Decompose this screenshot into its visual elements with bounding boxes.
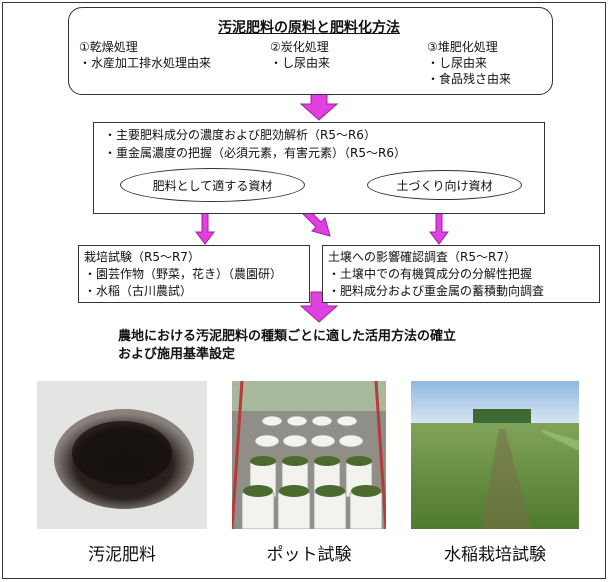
cultivation-test-box (78, 245, 310, 303)
photo-pot-test (232, 381, 386, 529)
method-3-heading: ③堆肥化処理 (427, 40, 498, 54)
conclusion-line: 農地における汚泥肥料の種類ごとに適した活用方法の確立 (118, 329, 457, 344)
soil-item: ・肥料成分および重金属の蓄積動向調査 (328, 284, 545, 298)
method-3-item: ・し尿由来 (427, 56, 488, 70)
conclusion-line: および施用基準設定 (118, 347, 236, 362)
soil-heading: 土壌への影響確認調査（R5～R7） (328, 250, 516, 264)
photo-rice-cultivation (411, 381, 579, 529)
caption-rice-cultivation: 水稲栽培試験 (444, 545, 546, 565)
suitable-fertilizer-ellipse: 肥料として適する資材 (120, 168, 305, 202)
cultivation-heading: 栽培試験（R5～R7） (84, 250, 200, 264)
photo-sludge-fertilizer (37, 381, 207, 529)
raw-material-title: 汚泥肥料の原料と肥料化方法 (218, 20, 400, 36)
soil-impact-box (322, 245, 600, 303)
soil-building-ellipse: 土づくり向け資材 (367, 170, 522, 200)
method-3-item: ・食品残さ由来 (427, 72, 512, 86)
caption-pot-test: ポット試験 (266, 545, 352, 565)
cultivation-item: ・水稲（古川農試） (84, 284, 193, 298)
method-2-heading: ②炭化処理 (270, 40, 329, 54)
raw-material-box (68, 7, 553, 95)
method-1-heading: ①乾燥処理 (79, 40, 138, 54)
method-2-item: ・し尿由来 (270, 56, 331, 70)
caption-sludge-fertilizer: 汚泥肥料 (88, 545, 156, 565)
soil-item: ・土壌中での有機質成分の分解性把握 (328, 267, 533, 281)
analysis-line: ・重金属濃度の把握（必須元素，有害元素）（R5～R6） (104, 146, 406, 160)
cultivation-item: ・園芸作物（野菜，花き）（農園研） (84, 267, 283, 281)
method-1-item: ・水産加工排水処理由来 (79, 56, 212, 70)
analysis-line: ・主要肥料成分の濃度および肥効解析（R5～R6） (104, 128, 376, 142)
